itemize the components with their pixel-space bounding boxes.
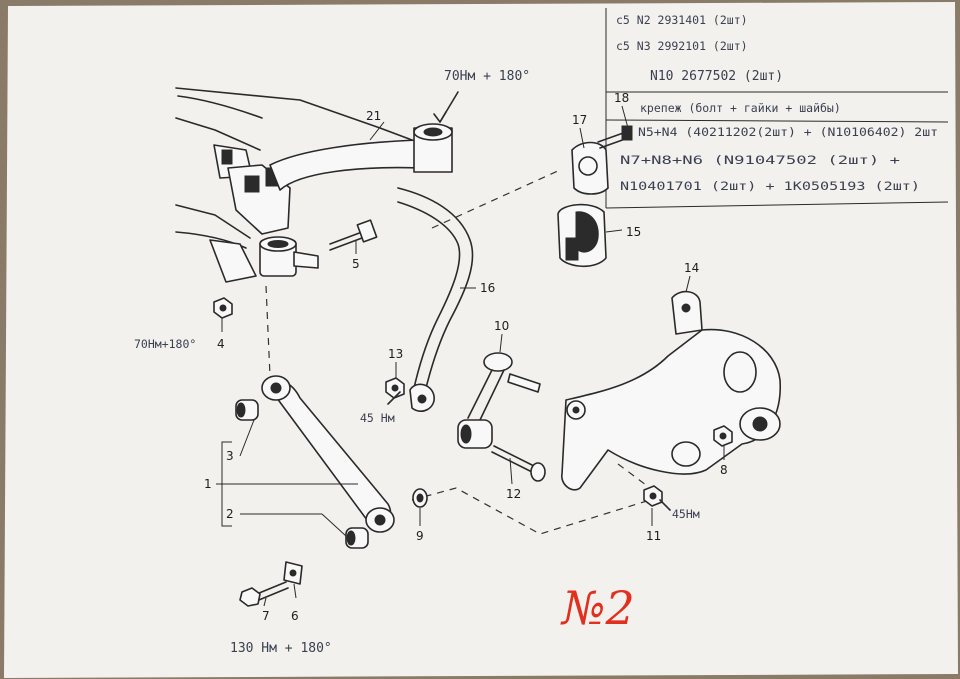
callout-6: 6 bbox=[291, 609, 299, 623]
bolt-5 bbox=[329, 219, 378, 251]
torque-eccentric: 130 Нм + 180° bbox=[230, 641, 332, 656]
callout-12: 12 bbox=[506, 487, 521, 501]
callout-2: 2 bbox=[226, 507, 234, 521]
torque-upper-arm: 70Нм + 180° bbox=[444, 69, 530, 84]
callout-bracket-1 bbox=[216, 419, 358, 537]
note-line-6: N7+N8+N6 (N91047502 (2шт) + bbox=[620, 153, 900, 167]
callout-1: 1 bbox=[204, 477, 212, 491]
note-line-1: c5 N2 2931401 (2шт) bbox=[616, 13, 748, 27]
subframe bbox=[175, 87, 413, 283]
coupling-link-10 bbox=[467, 352, 541, 421]
upper-arm-21 bbox=[269, 123, 453, 191]
wheel-carrier-14 bbox=[561, 290, 781, 491]
subframe-bushing bbox=[259, 236, 319, 277]
note-line-3: N10 2677502 (2шт) bbox=[650, 69, 783, 84]
nut-4 bbox=[213, 297, 233, 319]
callout-16: 16 bbox=[480, 281, 495, 295]
callout-4: 4 bbox=[217, 337, 225, 351]
callout-9: 9 bbox=[416, 529, 424, 543]
callout-10: 10 bbox=[494, 319, 509, 333]
pen-arrows bbox=[387, 91, 671, 511]
leader-lines bbox=[265, 169, 651, 535]
callout-8: 8 bbox=[720, 463, 728, 477]
stabilizer-bush-15 bbox=[557, 203, 607, 268]
note-line-5: N5+N4 (40211202(2шт) + (N10106402) 2шт bbox=[638, 125, 938, 139]
callout-17: 17 bbox=[572, 113, 587, 127]
callout-13: 13 bbox=[388, 347, 403, 361]
washer-9 bbox=[412, 488, 428, 508]
lower-arm bbox=[235, 375, 395, 549]
callout-3: 3 bbox=[226, 449, 234, 463]
torque-link: 45 Нм bbox=[360, 411, 395, 425]
nut-13 bbox=[385, 377, 405, 399]
callouts: 21 5 4 13 16 17 18 15 10 14 3 1 2 9 12 8… bbox=[204, 91, 728, 623]
nut-8 bbox=[713, 425, 733, 447]
torque-subframe: 70Нм+180° bbox=[134, 337, 196, 351]
torque-nut-11: 45Нм bbox=[672, 507, 700, 521]
nut-11 bbox=[643, 485, 663, 507]
note-line-7: N10401701 (2шт) + 1K0505193 (2шт) bbox=[620, 179, 920, 193]
anti-roll-bar-16 bbox=[397, 187, 474, 412]
callout-11: 11 bbox=[646, 529, 661, 543]
torque-notes: 70Нм + 180° 70Нм+180° 45 Нм 45Нм 130 Нм … bbox=[134, 69, 700, 656]
note-line-2: c5 N3 2992101 (2шт) bbox=[616, 39, 748, 53]
note-line-4: крепеж (болт + гайки + шайбы) bbox=[640, 101, 841, 115]
callout-18: 18 bbox=[614, 91, 629, 105]
bolt-12 bbox=[457, 419, 546, 482]
parts-notes: c5 N2 2931401 (2шт) c5 N3 2992101 (2шт) … bbox=[616, 13, 938, 193]
callout-7: 7 bbox=[262, 609, 270, 623]
callout-5: 5 bbox=[352, 257, 360, 271]
sheet-number: №2 bbox=[560, 581, 635, 635]
eccentric-bolt-7-6 bbox=[239, 561, 303, 607]
callout-15: 15 bbox=[626, 225, 641, 239]
callout-leaders bbox=[221, 105, 725, 607]
callout-14: 14 bbox=[684, 261, 699, 275]
callout-21: 21 bbox=[366, 109, 381, 123]
